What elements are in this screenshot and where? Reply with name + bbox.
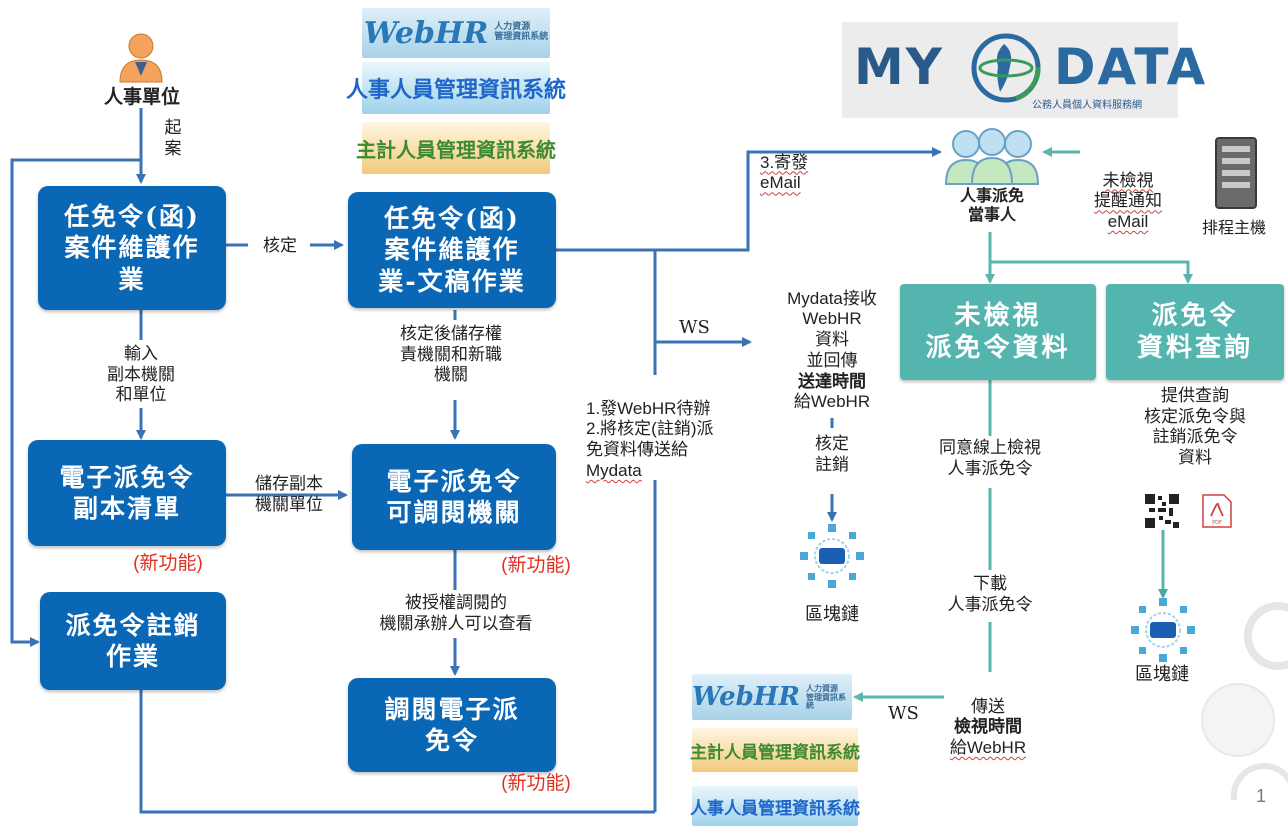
people-group-icon [944, 128, 1040, 185]
new-feature-label: (新功能) [133, 553, 203, 574]
blockchain-icon [1131, 598, 1195, 662]
personnel-system-logo-bottom: 人事人員管理資訊系統 [690, 786, 860, 826]
new-feature-label-3: (新功能) [501, 773, 571, 794]
svg-text:PDF: PDF [1212, 520, 1222, 526]
pdf-icon: PDF [1202, 494, 1232, 528]
blockchain-icon [800, 524, 864, 588]
copy-list-box[interactable]: 電子派免令 副本清單 [28, 440, 226, 546]
send-email-label: 3.寄發 eMail [760, 152, 809, 193]
personnel-unit-actor: 人事單位 [92, 32, 192, 112]
party-label: 人事派免 當事人 [959, 186, 1024, 225]
globe-icon [971, 33, 1041, 103]
scheduler-label: 排程主機 [1202, 220, 1267, 237]
qr-code-icon [1145, 494, 1179, 528]
blockchain-label-2: 區塊鏈 [1135, 664, 1189, 684]
input-copy-label: 輸入 副本機關 和單位 [107, 344, 175, 405]
accounting-system-logo-bottom: 主計人員管理資訊系統 [690, 728, 860, 772]
save-copy-label: 儲存副本 機關單位 [255, 474, 323, 514]
blockchain-label: 區塊鏈 [805, 604, 859, 624]
personnel-unit-label: 人事單位 [103, 86, 180, 108]
ws-label: WS [679, 317, 710, 338]
server-icon [1215, 137, 1257, 209]
case-maintenance-box[interactable]: 任免令(函) 案件維護作 業 [38, 186, 226, 310]
reminder-label: 未檢視 提醒通知 eMail [1094, 170, 1162, 232]
approve-cancel-label: 核定 註銷 [815, 434, 849, 474]
save-after-approve-label: 核定後儲存權 責機關和新職 機關 [400, 324, 502, 385]
mydata-receive-label: Mydata接收 WebHR 資料 並回傳送達時間給WebHR [787, 288, 877, 412]
download-label: 下載 人事派免令 [947, 574, 1033, 614]
view-order-box[interactable]: 調閱電子派 免令 [348, 678, 556, 772]
decorative-rings [1201, 602, 1288, 800]
agree-view-label: 同意線上檢視 人事派免令 [939, 438, 1041, 478]
send-view-time-label: 傳送檢視時間給WebHR [949, 696, 1027, 758]
accounting-system-logo-top: 主計人員管理資訊系統 [356, 122, 556, 174]
approve-label: 核定 [263, 236, 297, 255]
page-number: 1 [1256, 786, 1267, 806]
new-feature-label-2: (新功能) [501, 555, 571, 576]
query-data-box[interactable]: 派免令 資料查詢 [1106, 284, 1284, 380]
case-document-box[interactable]: 任免令(函) 案件維護作 業-文稿作業 [348, 192, 556, 308]
personnel-system-logo-top: 人事人員管理資訊系統 [346, 62, 566, 114]
provide-query-label: 提供查詢 核定派免令與 註銷派免令 資料 [1144, 386, 1246, 468]
authorized-label: 被授權調閱的 機關承辦人可以查看 [379, 593, 533, 633]
mydata-logo: MY DATA 公務人員個人資料服務網 [842, 22, 1205, 118]
ws-label-2: WS [888, 703, 919, 724]
accessible-org-box[interactable]: 電子派免令 可調閱機關 [352, 444, 556, 550]
unviewed-data-box[interactable]: 未檢視 派免令資料 [900, 284, 1096, 380]
initiate-label: 起 案 [164, 118, 182, 158]
person-icon [119, 33, 163, 83]
party-actor: 人事派免 當事人 [940, 126, 1050, 232]
cancel-operation-box[interactable]: 派免令註銷 作業 [40, 592, 226, 690]
